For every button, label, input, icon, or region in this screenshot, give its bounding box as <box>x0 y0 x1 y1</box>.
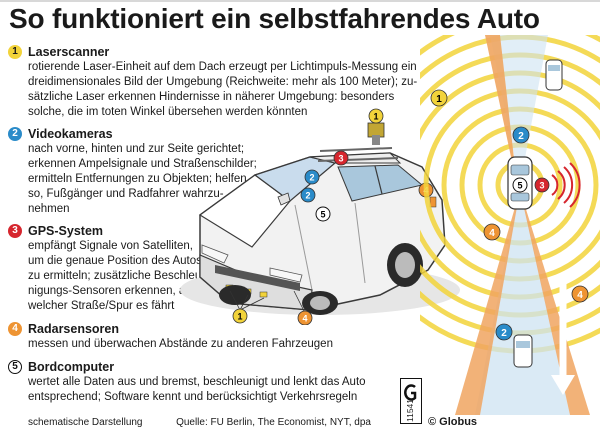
marker-camera-hood: 2 <box>300 187 316 203</box>
legend-number-4: 4 <box>8 321 22 336</box>
svg-text:5: 5 <box>517 181 522 191</box>
svg-text:5: 5 <box>320 210 325 220</box>
svg-text:2: 2 <box>305 191 310 201</box>
description-line: wertet alle Daten aus und bremst, beschl… <box>28 376 366 388</box>
legend-description-radarsensoren: messen und überwachen Abstände zu andere… <box>28 337 333 352</box>
description-line: ermitteln Entfernungen zu Objekten; helf… <box>28 173 247 185</box>
footer-schematic: schematische Darstellung <box>28 417 143 428</box>
other-car-bottom <box>513 334 533 368</box>
svg-text:2: 2 <box>518 131 524 142</box>
svg-text:1: 1 <box>436 94 442 105</box>
svg-text:2: 2 <box>501 328 507 339</box>
description-line: erkennen Ampelsignale und Straßenschilde… <box>28 158 257 170</box>
footer-note: schematische Darstellung Quelle: FU Berl… <box>28 417 371 428</box>
legend-label-radarsensoren: Radarsensoren <box>28 321 120 336</box>
description-line: um die genaue Position des Autos <box>28 255 202 267</box>
radar-beam-front <box>485 35 517 185</box>
legend-number-5: 5 <box>8 359 22 374</box>
legend-description-gps: empfängt Signale von Satelliten, um die … <box>28 239 205 314</box>
footer-source: Quelle: FU Berlin, The Economist, NYT, d… <box>176 417 371 428</box>
page-title: So funktioniert ein selbstfahrendes Auto <box>9 3 540 34</box>
marker-laser-front: 1 <box>229 290 265 324</box>
svg-text:1: 1 <box>237 312 242 322</box>
legend-description-bordcomputer: wertet alle Daten aus und bremst, beschl… <box>28 375 366 405</box>
svg-text:3: 3 <box>539 181 544 191</box>
description-line: entsprechend; Software kennt und berücks… <box>28 391 358 403</box>
legend-item-bordcomputer: 5 Bordcomputer wertet alle Daten aus und… <box>8 358 366 405</box>
description-line: messen und überwachen Abstände zu andere… <box>28 338 333 350</box>
svg-text:1: 1 <box>373 112 378 122</box>
legend-number-1: 1 <box>8 44 22 59</box>
globus-brand: © Globus <box>428 416 478 428</box>
gps-signal-arcs <box>551 162 581 208</box>
svg-text:3: 3 <box>338 154 343 164</box>
diagram-marker-4-left: 4 <box>483 223 501 241</box>
description-line: welcher Straße/Spur es fährt <box>28 300 175 312</box>
description-line: zu ermitteln; zusätzliche Beschleu- <box>28 270 206 282</box>
marker-gps: 3 <box>333 150 349 166</box>
svg-text:4: 4 <box>302 314 307 324</box>
description-line: empfängt Signale von Satelliten, <box>28 240 193 252</box>
diagram-marker-3: 3 <box>534 177 550 193</box>
legend-item-laserscanner: 1 Laserscanner rotierende Laser-Einheit … <box>8 43 417 120</box>
description-line: dreidimensionales Bild der Umgebung (Rei… <box>28 76 418 88</box>
globus-g-icon <box>404 384 417 401</box>
legend-number-3: 3 <box>8 223 22 238</box>
legend-label-gps: GPS-System <box>28 223 104 238</box>
description-line: sätzliche Laser erkennen Hindernisse in … <box>28 91 395 103</box>
diagram-marker-2-top: 2 <box>512 126 530 144</box>
legend-description-videokameras: nach vorne, hinten und zur Seite gericht… <box>28 142 257 217</box>
description-line: so, Fußgänger und Radfahrer wahrzu- <box>28 188 224 200</box>
description-line: nehmen <box>28 203 70 215</box>
top-rule <box>0 0 600 2</box>
svg-text:4: 4 <box>577 290 583 301</box>
description-line: solche, die im toten Winkel übersehen we… <box>28 106 308 118</box>
legend-description-laserscanner: rotierende Laser-Einheit auf dem Dach er… <box>28 60 417 120</box>
description-line: nigungs-Sensoren erkennen, auf <box>28 285 195 297</box>
diagram-marker-5: 5 <box>512 177 528 193</box>
legend-label-bordcomputer: Bordcomputer <box>28 359 115 374</box>
legend-label-laserscanner: Laserscanner <box>28 44 110 59</box>
camera-view-cone <box>475 185 570 415</box>
sensor-range-diagram: 1 2 5 3 4 4 2 <box>420 35 600 415</box>
legend-label-videokameras: Videokameras <box>28 126 113 141</box>
svg-text:4: 4 <box>489 228 495 239</box>
ego-car-top-view <box>507 156 533 210</box>
diagram-marker-4-right: 4 <box>571 285 589 303</box>
diagram-marker-2-bottom: 2 <box>495 323 513 341</box>
marker-radar-front: 4 <box>293 290 313 325</box>
legend-item-videokameras: 2 Videokameras nach vorne, hinten und zu… <box>8 125 257 217</box>
marker-laser-roof: 1 <box>368 108 384 124</box>
graphic-number: 11541 <box>405 398 415 422</box>
legend-number-2: 2 <box>8 126 22 141</box>
globus-logo: 11541 <box>400 378 422 424</box>
legend-item-radarsensoren: 4 Radarsensoren messen und überwachen Ab… <box>8 320 333 352</box>
car-callouts: 1 3 2 2 5 4 1 4 <box>229 108 434 325</box>
marker-computer: 5 <box>315 206 331 222</box>
marker-camera-windshield: 2 <box>304 169 320 185</box>
diagram-marker-1: 1 <box>430 89 448 107</box>
description-line: nach vorne, hinten und zur Seite gericht… <box>28 143 245 155</box>
car-illustration <box>180 122 460 315</box>
other-car-top <box>545 59 563 91</box>
legend-item-gps: 3 GPS-System empfängt Signale von Satell… <box>8 222 205 314</box>
svg-text:2: 2 <box>309 173 314 183</box>
description-line: rotierende Laser-Einheit auf dem Dach er… <box>28 61 417 73</box>
